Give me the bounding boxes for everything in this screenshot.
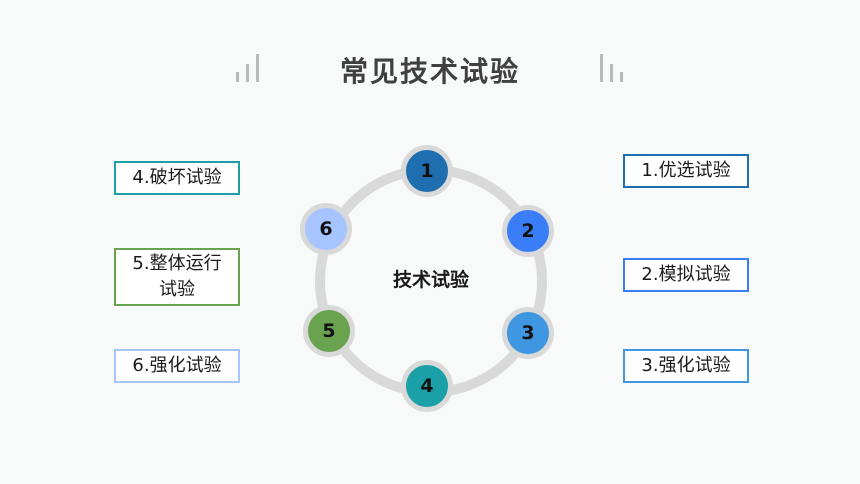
- right-box-2-text: 2.模拟试验: [641, 264, 731, 285]
- cycle-node-5: 5: [303, 305, 355, 357]
- bar-chart-decor-right-icon: [600, 52, 626, 82]
- left-box-1-text: 4.破坏试验: [132, 167, 222, 188]
- cycle-node-3: 3: [502, 307, 554, 359]
- node-3-label: 3: [521, 322, 535, 344]
- right-box-1-text: 1.优选试验: [641, 160, 731, 181]
- left-box-1: 4.破坏试验: [114, 161, 240, 195]
- node-4-label: 4: [420, 375, 434, 397]
- left-box-2: 5.整体运行试验: [114, 248, 240, 306]
- page-title: 常见技术试验: [339, 55, 520, 88]
- left-box-3-text: 6.强化试验: [132, 355, 222, 376]
- bar-chart-decor-left-icon: [236, 52, 262, 82]
- right-box-3-text: 3.强化试验: [641, 355, 731, 376]
- cycle-node-2: 2: [502, 205, 554, 257]
- cycle-node-4: 4: [401, 360, 453, 412]
- node-2-label: 2: [521, 220, 535, 242]
- right-box-2: 2.模拟试验: [623, 258, 749, 292]
- cycle-node-6: 6: [300, 203, 352, 255]
- node-6-label: 6: [319, 218, 333, 240]
- right-box-1: 1.优选试验: [623, 154, 749, 188]
- left-box-2-text: 5.整体运行试验: [132, 253, 222, 300]
- node-1-label: 1: [420, 160, 434, 182]
- node-5-label: 5: [322, 320, 336, 342]
- left-box-3: 6.强化试验: [114, 349, 240, 383]
- cycle-node-1: 1: [401, 145, 453, 197]
- right-box-3: 3.强化试验: [623, 349, 749, 383]
- center-label: 技术试验: [392, 269, 469, 291]
